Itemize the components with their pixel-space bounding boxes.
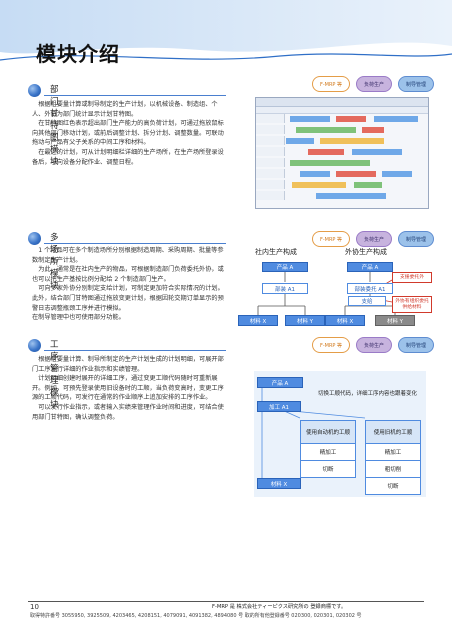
module-pills-2: F-MRP 等 负荷生产 制导管理 <box>312 231 434 247</box>
paragraph: 计划明细创建时展开的详细工序，通过变更工顺代码随时可重新展开。例如，可预先登录使… <box>32 375 224 402</box>
table-cell: 精加工 <box>365 443 421 461</box>
node-product: 产品 A <box>257 377 303 388</box>
section-gantt-body: 根据粗要量计算或制导制定的生产计划，以机械设备、制造组、个人、外协为部门统计显示… <box>32 100 228 167</box>
paragraph: 为此，通常是在社内生产的物品，可根据制造部门负荷委托外协，或也可以把生产基按比例… <box>32 266 224 283</box>
note-outsource: 支援委托外 <box>392 272 432 283</box>
gantt-row <box>256 114 426 123</box>
pill-control: 制导管理 <box>398 76 434 92</box>
table-old-machine: 使用旧机的工顺 精加工 粗切削 切断 <box>365 420 421 495</box>
module-pills-1: F-MRP 等 负荷生产 制导管理 <box>312 76 434 92</box>
section-process-title: 工序管理模块 <box>50 340 59 410</box>
table-header: 使用自动机的工顺 <box>300 420 356 444</box>
gantt-row <box>256 158 426 167</box>
bullet-icon <box>28 339 41 352</box>
node-left-dept: 部装 A1 <box>262 283 308 294</box>
pill-control: 制导管理 <box>398 337 434 353</box>
paragraph: 根据粗要量计算或制导制定的生产计划，以机械设备、制造组、个人、外协为部门统计显示… <box>32 101 218 118</box>
paragraph: 1 个物品可在多个制造场所分别根据制造周期、采购周期、批量等参数制定生产计划。 <box>32 247 224 264</box>
section-underline <box>44 95 226 96</box>
page-number: 10 <box>30 603 39 611</box>
pill-fmrp: F-MRP 等 <box>312 337 350 353</box>
table-cell: 切断 <box>300 460 356 478</box>
paragraph: 可以发行作业指示，或者输入实绩来管理作业时间和进度，可结合使用部门甘特图，确认调… <box>32 403 224 421</box>
note-supply-material: 外协有组织委托供给材料 <box>392 296 432 313</box>
bullet-icon <box>28 84 41 97</box>
header-band <box>0 0 452 70</box>
gantt-screenshot <box>255 97 429 209</box>
process-note: 切换工顺代码，详细工序内容也跟着变化 <box>318 391 418 397</box>
page-title: 模块介绍 <box>36 42 120 66</box>
section-gantt-title: 部门甘特图模块 <box>50 85 59 167</box>
node-left-mat-x: 材料 X <box>238 315 278 326</box>
footer-divider <box>28 601 424 602</box>
gantt-header <box>256 107 428 114</box>
pill-control: 制导管理 <box>398 231 434 247</box>
paragraph: 根据粗要量计算、制导所制定的生产计划生成的计划明细，可展开部门工序发行详细的作业… <box>32 356 224 373</box>
table-cell: 精加工 <box>300 443 356 461</box>
section-process-body: 根据粗要量计算、制导所制定的生产计划生成的计划明细，可展开部门工序发行详细的作业… <box>32 355 228 422</box>
gantt-row <box>256 136 426 145</box>
module-pills-3: F-MRP 等 负荷生产 制导管理 <box>312 337 434 353</box>
pill-load: 负荷生产 <box>356 231 392 247</box>
section-multisite-body: 1 个物品可在多个制造场所分别根据制造周期、采购周期、批量等参数制定生产计划。 … <box>32 246 228 323</box>
node-right-product: 产品 A <box>347 262 393 272</box>
paragraph: 在甘特图红色表示超出部门生产能力的高负荷计划，可通过拖放鼠标向其他部门移动计划，… <box>32 120 224 147</box>
gantt-toolbar <box>256 98 428 107</box>
node-right-mat-x: 材料 X <box>325 315 365 326</box>
table-cell: 粗切削 <box>365 460 421 478</box>
pill-load: 负荷生产 <box>356 337 392 353</box>
gantt-row <box>256 191 426 200</box>
gantt-row <box>256 180 426 189</box>
node-right-supply: 支给 <box>348 296 386 306</box>
node-right-dept: 部装委托 A1 <box>347 283 393 294</box>
section-multisite-title: 多场所模块 <box>50 233 59 291</box>
gantt-row <box>256 125 426 134</box>
pill-load: 负荷生产 <box>356 76 392 92</box>
header-band-graphic <box>0 0 452 61</box>
node-process: 加工 A1 <box>257 401 301 412</box>
section-underline <box>44 350 226 351</box>
table-auto-machine: 使用自动机的工顺 精加工 切断 <box>300 420 356 478</box>
section-underline <box>44 243 226 244</box>
node-material: 材料 X <box>257 478 301 489</box>
table-header: 使用旧机的工顺 <box>365 420 421 444</box>
node-left-mat-y: 材料 Y <box>285 315 325 326</box>
gantt-row <box>256 169 426 178</box>
paragraph: 在最近的计划，可从计划明细栏详细的生产场所，在生产场所登录设备后，可向设备分配作… <box>32 148 224 166</box>
patent-numbers: 取得特許番号 3055950, 3925509, 4203465, 420815… <box>30 613 362 619</box>
pill-fmrp: F-MRP 等 <box>312 231 350 247</box>
paragraph: 可向多家外协分别制定支给计划，可制定更加符合实际情况的计划。此外，结合部门甘特图… <box>32 285 224 312</box>
node-left-product: 产品 A <box>262 262 308 272</box>
diagram-right-label: 外协生产构成 <box>345 248 387 256</box>
table-cell: 切断 <box>365 477 421 495</box>
trademark-notice: F-MRP 是 株式会社ティーピクス研究所の 登録商標です。 <box>212 604 347 610</box>
node-right-mat-y: 材料 Y <box>375 315 415 326</box>
diagram-left-label: 社内生产构成 <box>255 248 297 256</box>
gantt-row <box>256 147 426 156</box>
pill-fmrp: F-MRP 等 <box>312 76 350 92</box>
paragraph: 在制导管理中也可使用部分功能。 <box>32 314 125 322</box>
bullet-icon <box>28 232 41 245</box>
